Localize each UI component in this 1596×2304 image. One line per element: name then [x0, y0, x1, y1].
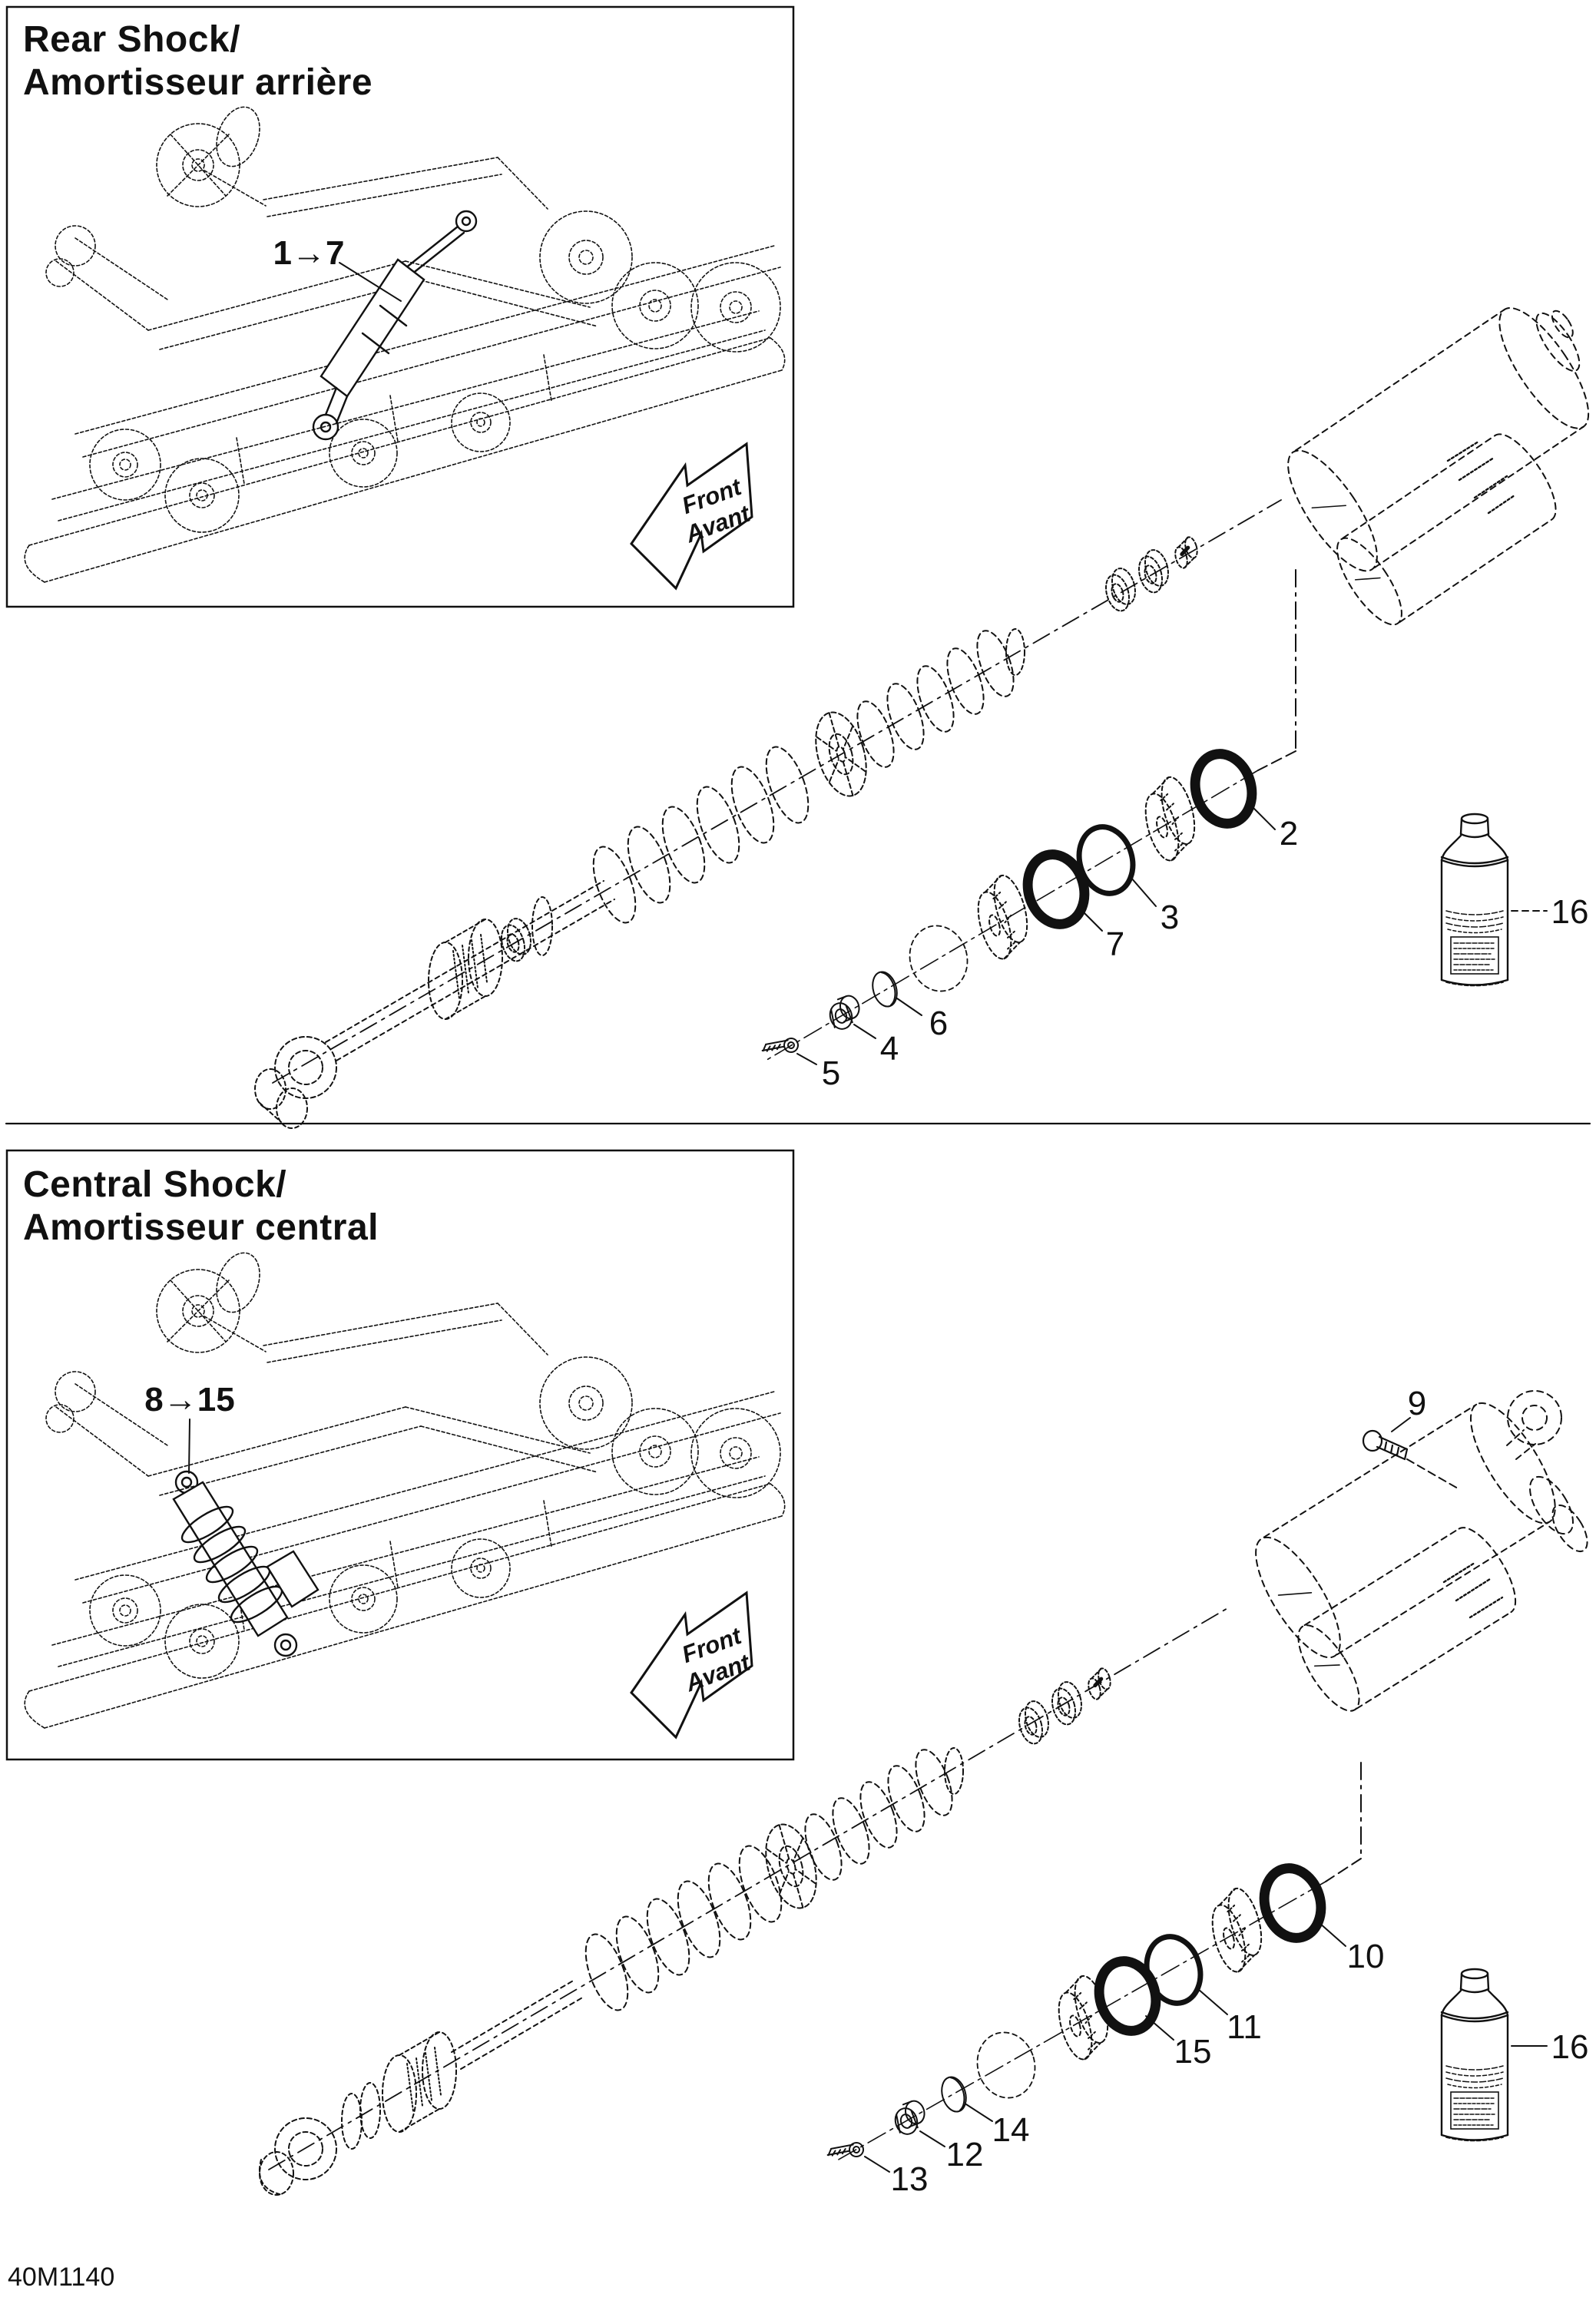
callout-7: 7 [1105, 925, 1125, 963]
rear-section-title: Rear Shock/ Amortisseur arrière [23, 18, 373, 104]
rear-shock-body [1287, 307, 1590, 626]
callout-9: 9 [1407, 1385, 1427, 1422]
bolt-9 [1362, 1429, 1409, 1461]
central-exploded-view [258, 1390, 1588, 2196]
callout-15: 15 [1174, 2033, 1212, 2071]
inset-box-borders [5, 5, 1591, 1761]
central-shock-body [1255, 1390, 1588, 1712]
rear-range-label: 1→7 [273, 234, 345, 272]
callout-13: 13 [890, 2160, 929, 2198]
central-title-fr: Amortisseur central [23, 1207, 379, 1248]
callout-3: 3 [1160, 899, 1180, 936]
callout-5: 5 [821, 1054, 841, 1092]
central-front-arrow: Front Avant [630, 1591, 754, 1739]
callout-11: 11 [1227, 2008, 1262, 2046]
central-section-title: Central Shock/ Amortisseur central [23, 1164, 379, 1249]
drawing-code: 40M1140 [8, 2263, 115, 2292]
rear-inset-sled-sketch [24, 100, 786, 583]
rear-title-en: Rear Shock/ [23, 19, 240, 60]
o-ring-2 [1187, 747, 1260, 830]
oil-bottle-central [1440, 1968, 1509, 2142]
central-title-en: Central Shock/ [23, 1164, 287, 1205]
callout-2: 2 [1279, 815, 1299, 852]
callout-4: 4 [879, 1030, 899, 1068]
callout-14: 14 [992, 2111, 1030, 2149]
callout-16-central: 16 [1551, 2028, 1589, 2066]
callout-16-rear: 16 [1551, 893, 1589, 931]
central-range-label: 8→15 [144, 1381, 235, 1418]
central-inset-sled-sketch [24, 1246, 786, 1729]
o-ring-15 [1091, 1955, 1164, 2038]
rear-exploded-view [254, 307, 1590, 1129]
rear-title-fr: Amortisseur arrière [23, 61, 373, 103]
callout-12: 12 [945, 2136, 984, 2173]
rear-front-arrow: Front Avant [630, 442, 754, 590]
callout-6: 6 [929, 1005, 949, 1042]
oil-bottle-rear [1440, 813, 1509, 987]
callout-10: 10 [1346, 1938, 1385, 1975]
o-ring-10 [1257, 1862, 1329, 1945]
